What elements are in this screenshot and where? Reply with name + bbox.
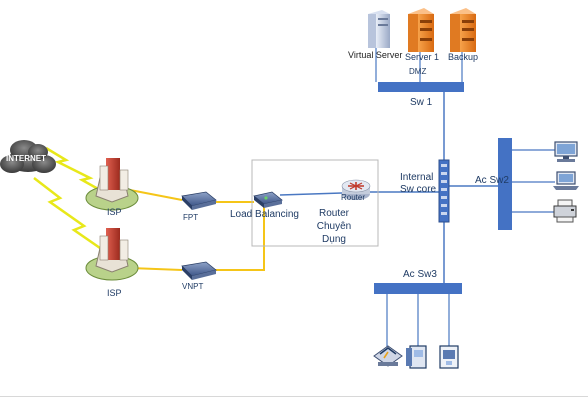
laptop-icon <box>553 171 579 190</box>
link-lb-router <box>279 192 343 196</box>
desktop-pc-icon <box>554 141 578 162</box>
ac-sw3-label: Ac Sw3 <box>403 269 437 280</box>
isp-top-label: ISP <box>107 207 122 217</box>
internet-label: INTERNET <box>6 154 46 163</box>
router-icon-label: Router <box>341 193 366 202</box>
sw1-bar <box>378 82 464 92</box>
printer-icon <box>553 199 577 223</box>
core-switch-icon <box>438 159 450 223</box>
router-icon <box>341 179 371 200</box>
link-vnpt-loadbalancer <box>212 204 265 271</box>
virtual-server-label: Virtual Server <box>348 50 403 60</box>
lightning-bolt-bottom <box>33 177 101 250</box>
ip-phone-icon <box>406 345 427 369</box>
bottom-divider <box>0 396 588 397</box>
isp-building-icon-top <box>85 158 139 211</box>
vnpt-label: VNPT <box>182 282 204 291</box>
vnpt-modem-icon <box>181 261 217 280</box>
lightning-bolt-top <box>45 146 101 192</box>
isp-bottom-label: ISP <box>107 288 122 298</box>
acsw2-bar <box>498 138 512 230</box>
internet-cloud-icon <box>0 140 56 173</box>
fpt-modem-icon <box>181 191 217 210</box>
dmz-label: DMZ <box>409 67 427 76</box>
internal-sw-core-label: Internal Sw core <box>400 172 437 195</box>
handheld-device-icon <box>439 345 459 369</box>
load-balancer-icon <box>253 191 283 208</box>
backup-label: Backup <box>448 52 479 62</box>
link-isp1-fpt <box>129 189 183 201</box>
dedicated-router-label: Router Chuyên Dụng <box>316 208 352 245</box>
virtual-server-icon <box>368 10 390 48</box>
server1-icon <box>408 8 434 52</box>
isp-building-icon-bottom <box>85 228 139 281</box>
link-isp2-vnpt <box>129 267 183 271</box>
fpt-label: FPT <box>183 213 199 222</box>
sw1-label: Sw 1 <box>410 97 433 108</box>
wireless-access-point-icon <box>373 345 403 367</box>
acsw3-bar <box>374 283 462 294</box>
ac-sw2-label: Ac Sw2 <box>475 175 509 186</box>
dedicated-router-frame <box>251 159 379 247</box>
links <box>129 48 555 348</box>
load-balancing-label: Load Balancing <box>230 209 299 220</box>
backup-server-icon <box>450 8 476 52</box>
server1-label: Server 1 <box>405 52 440 62</box>
